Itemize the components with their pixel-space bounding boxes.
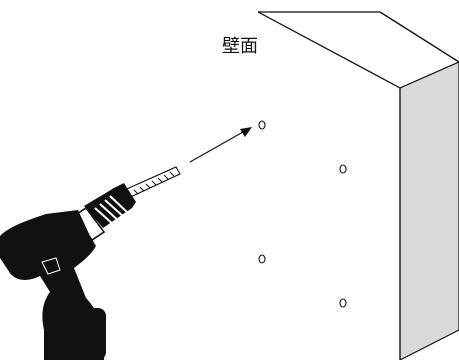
wall-front-left-edge xyxy=(257,11,401,89)
wall-front-face xyxy=(160,12,400,360)
wall-label: 壁面 xyxy=(222,36,258,57)
drill-battery xyxy=(44,308,106,360)
drill-hole-marker-icon xyxy=(258,254,266,264)
wall-panel xyxy=(160,11,459,360)
wall-side-face xyxy=(399,61,459,360)
cordless-drill-icon xyxy=(0,166,181,360)
drill-hole-marker-icon xyxy=(339,298,347,308)
drill-chuck xyxy=(84,183,136,228)
drill-hole-marker-icon xyxy=(258,120,266,130)
drill-holes xyxy=(258,120,347,308)
drill-hole-marker-icon xyxy=(339,164,347,174)
wall-top-edge xyxy=(379,11,459,63)
drill-trigger xyxy=(41,257,61,275)
direction-arrow-icon xyxy=(189,127,252,163)
